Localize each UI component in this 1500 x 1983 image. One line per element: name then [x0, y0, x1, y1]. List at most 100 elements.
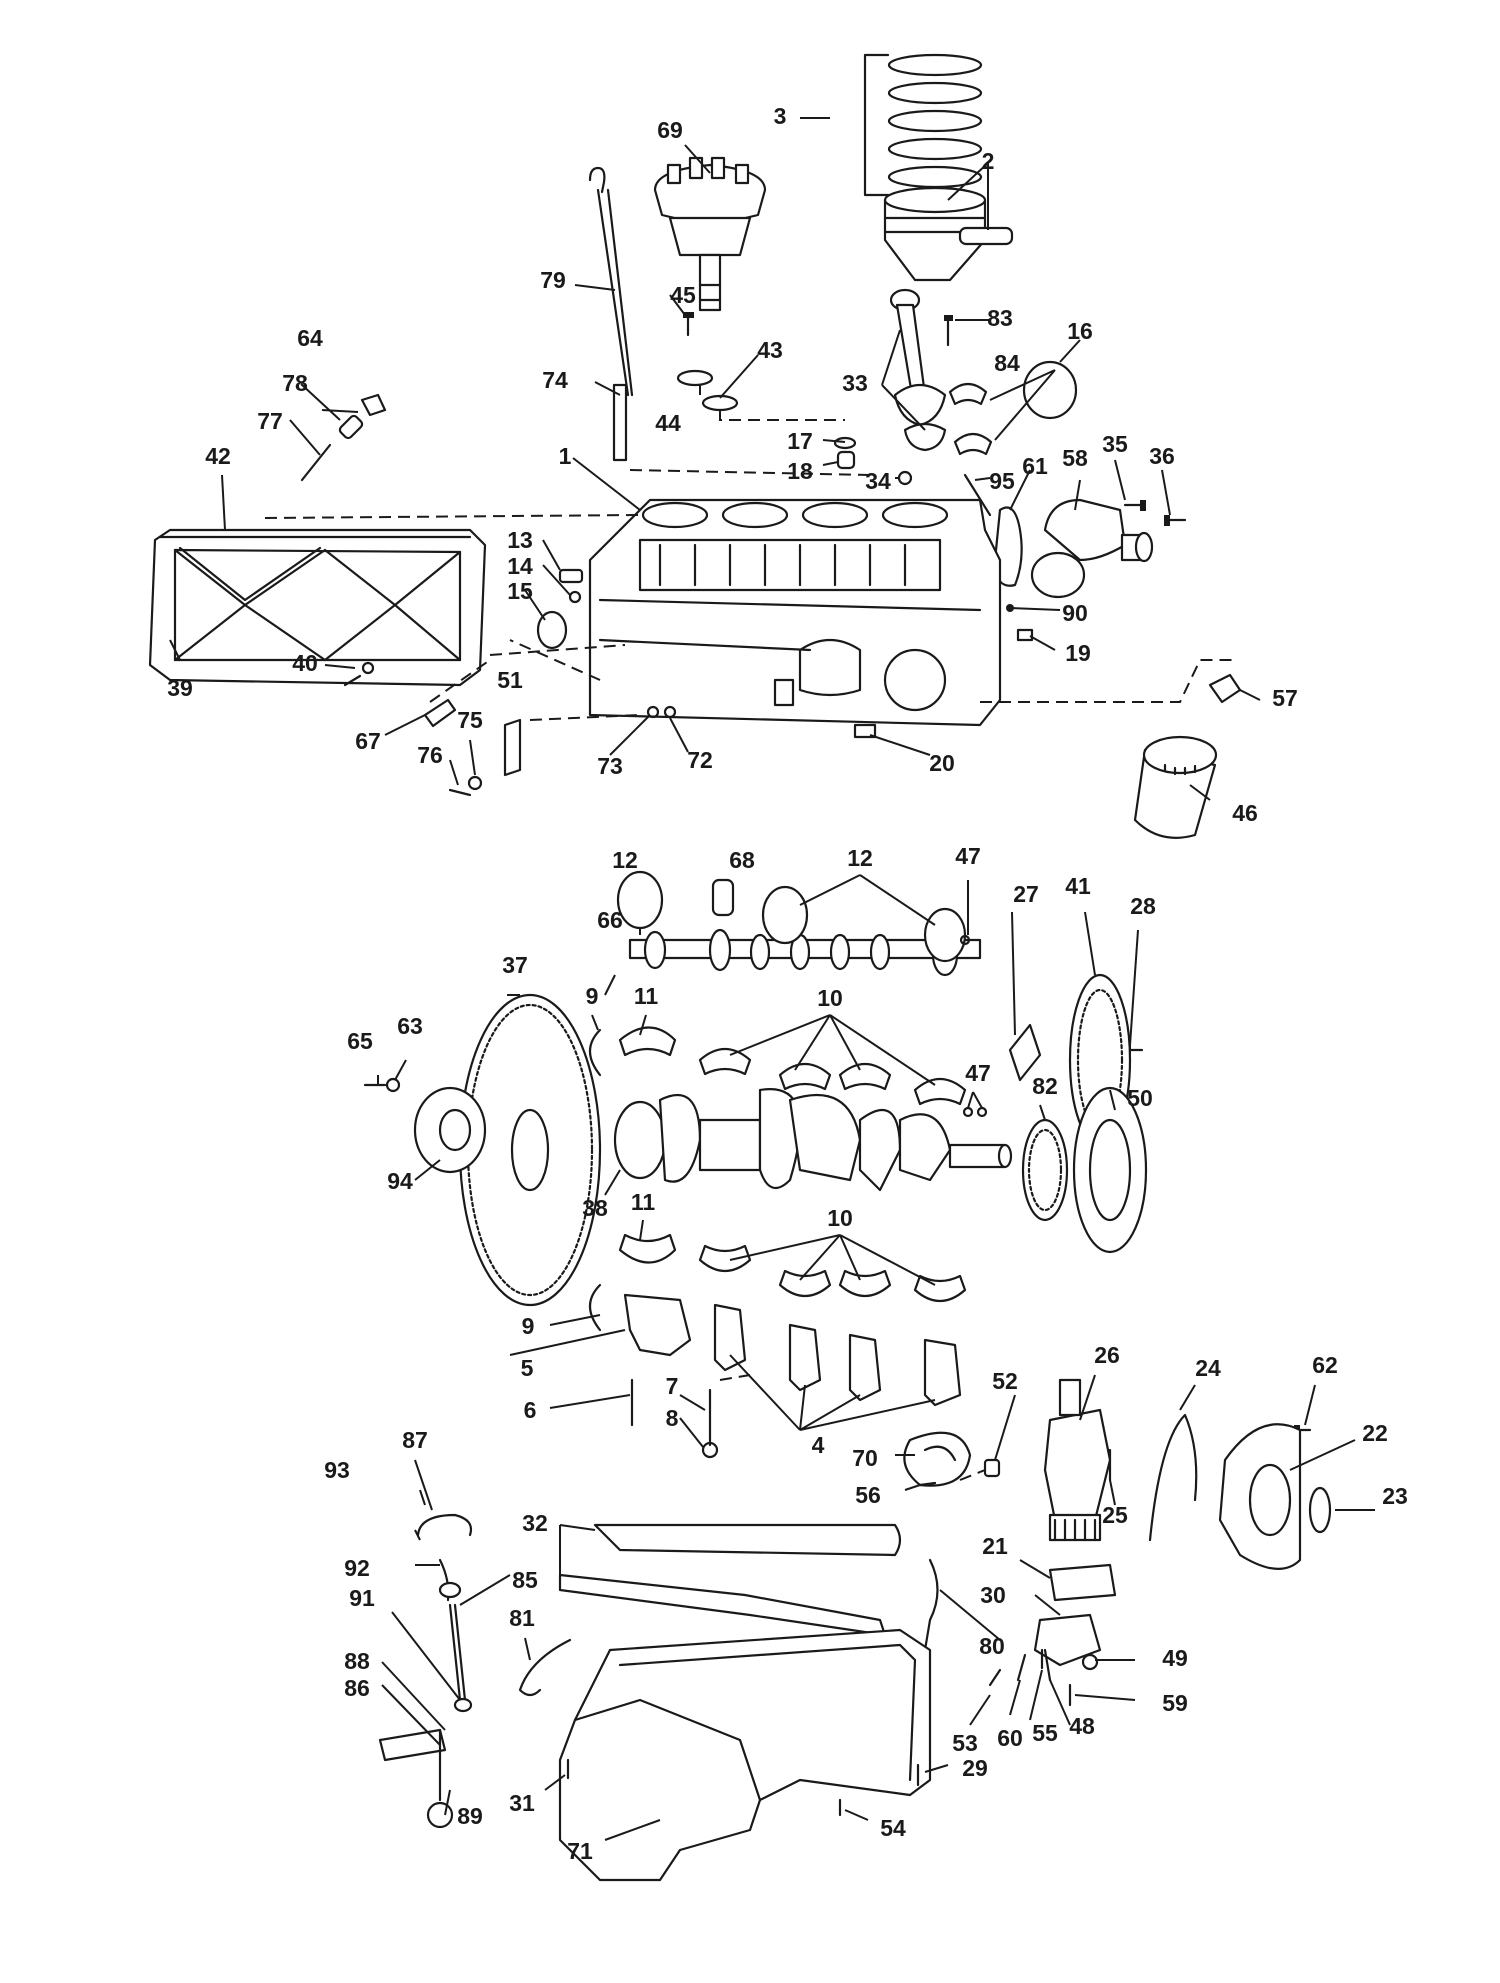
- callout-72: 72: [687, 747, 713, 773]
- callout-6: 6: [524, 1397, 537, 1423]
- thrust-washer-upper: [588, 1028, 602, 1077]
- callout-48: 48: [1069, 1713, 1095, 1739]
- valve-cover: [148, 528, 487, 687]
- parts-artwork: [148, 53, 1332, 1882]
- callout-33: 33: [842, 370, 868, 396]
- callout-23: 23: [1382, 1483, 1408, 1509]
- pin-47a: [962, 1106, 974, 1118]
- leader-lines: [169, 117, 1375, 1841]
- callout-91: 91: [349, 1585, 375, 1611]
- washer-49: [1081, 1653, 1099, 1671]
- callout-49: 49: [1162, 1645, 1188, 1671]
- rod-bearings: [948, 382, 993, 456]
- callout-77: 77: [257, 408, 283, 434]
- alignment-lines: [264, 410, 1235, 1481]
- thrust-plate: [1008, 1023, 1042, 1082]
- timing-seal: [1308, 1486, 1332, 1534]
- piston: [883, 186, 1014, 282]
- callout-12a: 12: [612, 847, 638, 873]
- seal-51: [503, 718, 522, 777]
- callout-11a: 11: [634, 983, 659, 1009]
- plug-13: [558, 568, 584, 584]
- callout-20: 20: [929, 750, 955, 776]
- callout-94: 94: [387, 1168, 413, 1194]
- callout-28: 28: [1130, 893, 1156, 919]
- callout-24: 24: [1195, 1355, 1221, 1381]
- callout-labels: 1 2 3 4 5 6 7 8 9 9 10 10 11 11 12 12 13…: [167, 103, 1408, 1864]
- callout-67: 67: [355, 728, 381, 754]
- callout-10b: 10: [827, 1205, 853, 1231]
- rear-pan-seal: [518, 1638, 572, 1697]
- callout-39: 39: [167, 675, 193, 701]
- callout-86: 86: [344, 1675, 370, 1701]
- crank-gear: [1021, 1118, 1069, 1222]
- callout-95: 95: [989, 468, 1015, 494]
- callout-19: 19: [1065, 640, 1091, 666]
- callout-50: 50: [1127, 1085, 1153, 1111]
- stud-77: [300, 443, 332, 482]
- sender-20: [853, 723, 877, 739]
- callout-88: 88: [344, 1648, 370, 1674]
- callout-29: 29: [962, 1755, 988, 1781]
- callout-58: 58: [1062, 445, 1088, 471]
- callout-32: 32: [522, 1510, 548, 1536]
- callout-59: 59: [1162, 1690, 1188, 1716]
- callout-81: 81: [509, 1605, 535, 1631]
- callout-78: 78: [282, 370, 308, 396]
- water-pump: [1030, 498, 1154, 599]
- callout-92: 92: [344, 1555, 370, 1581]
- callout-73: 73: [597, 753, 623, 779]
- callout-85: 85: [512, 1567, 538, 1593]
- callout-47a: 47: [955, 843, 981, 869]
- callout-7: 7: [666, 1373, 679, 1399]
- callout-44: 44: [655, 410, 681, 436]
- callout-74: 74: [542, 367, 568, 393]
- callout-26: 26: [1094, 1342, 1120, 1368]
- callout-18: 18: [787, 458, 813, 484]
- callout-1: 1: [559, 443, 572, 469]
- callout-5: 5: [521, 1355, 534, 1381]
- callout-83: 83: [987, 305, 1013, 331]
- callout-8: 8: [666, 1405, 679, 1431]
- callout-69: 69: [657, 117, 683, 143]
- callout-22: 22: [1362, 1420, 1388, 1446]
- engine-block: [588, 498, 1002, 727]
- callout-80: 80: [979, 1633, 1005, 1659]
- callout-75: 75: [457, 707, 483, 733]
- callout-64: 64: [297, 325, 323, 351]
- callout-71: 71: [567, 1838, 593, 1864]
- callout-45: 45: [670, 282, 696, 308]
- callout-11b: 11: [631, 1189, 656, 1215]
- crank-flange: [413, 1086, 487, 1174]
- main-caps: [623, 1293, 962, 1407]
- oil-filter: [1133, 735, 1218, 839]
- oil-pickup-screen: [903, 1431, 972, 1487]
- callout-27: 27: [1013, 881, 1039, 907]
- callout-15: 15: [507, 578, 533, 604]
- callout-68: 68: [729, 847, 755, 873]
- callout-54: 54: [880, 1815, 906, 1841]
- pin-47c: [959, 934, 971, 946]
- dipstick-tube-assembly: [378, 1513, 473, 1829]
- nut-64: [360, 393, 387, 417]
- callout-9a: 9: [586, 983, 599, 1009]
- callout-37: 37: [502, 952, 528, 978]
- main-bearings-lower: [618, 1233, 967, 1303]
- timing-cover: [1218, 1423, 1302, 1570]
- callout-63: 63: [397, 1013, 423, 1039]
- callout-25: 25: [1102, 1502, 1128, 1528]
- pin-47b: [976, 1106, 988, 1118]
- callout-34: 34: [865, 468, 891, 494]
- callout-31: 31: [509, 1790, 535, 1816]
- callout-51: 51: [497, 667, 523, 693]
- plug-14: [568, 590, 582, 604]
- dipstick: [588, 166, 634, 462]
- washer-75: [467, 775, 483, 791]
- connecting-rod: [889, 288, 947, 452]
- callout-38: 38: [582, 1195, 608, 1221]
- bolt-76: [448, 788, 472, 797]
- oil-pump: [1043, 1378, 1112, 1542]
- distributor: [653, 156, 767, 312]
- main-bearings-upper: [618, 1026, 967, 1106]
- pump-gasket-21: [1048, 1563, 1117, 1602]
